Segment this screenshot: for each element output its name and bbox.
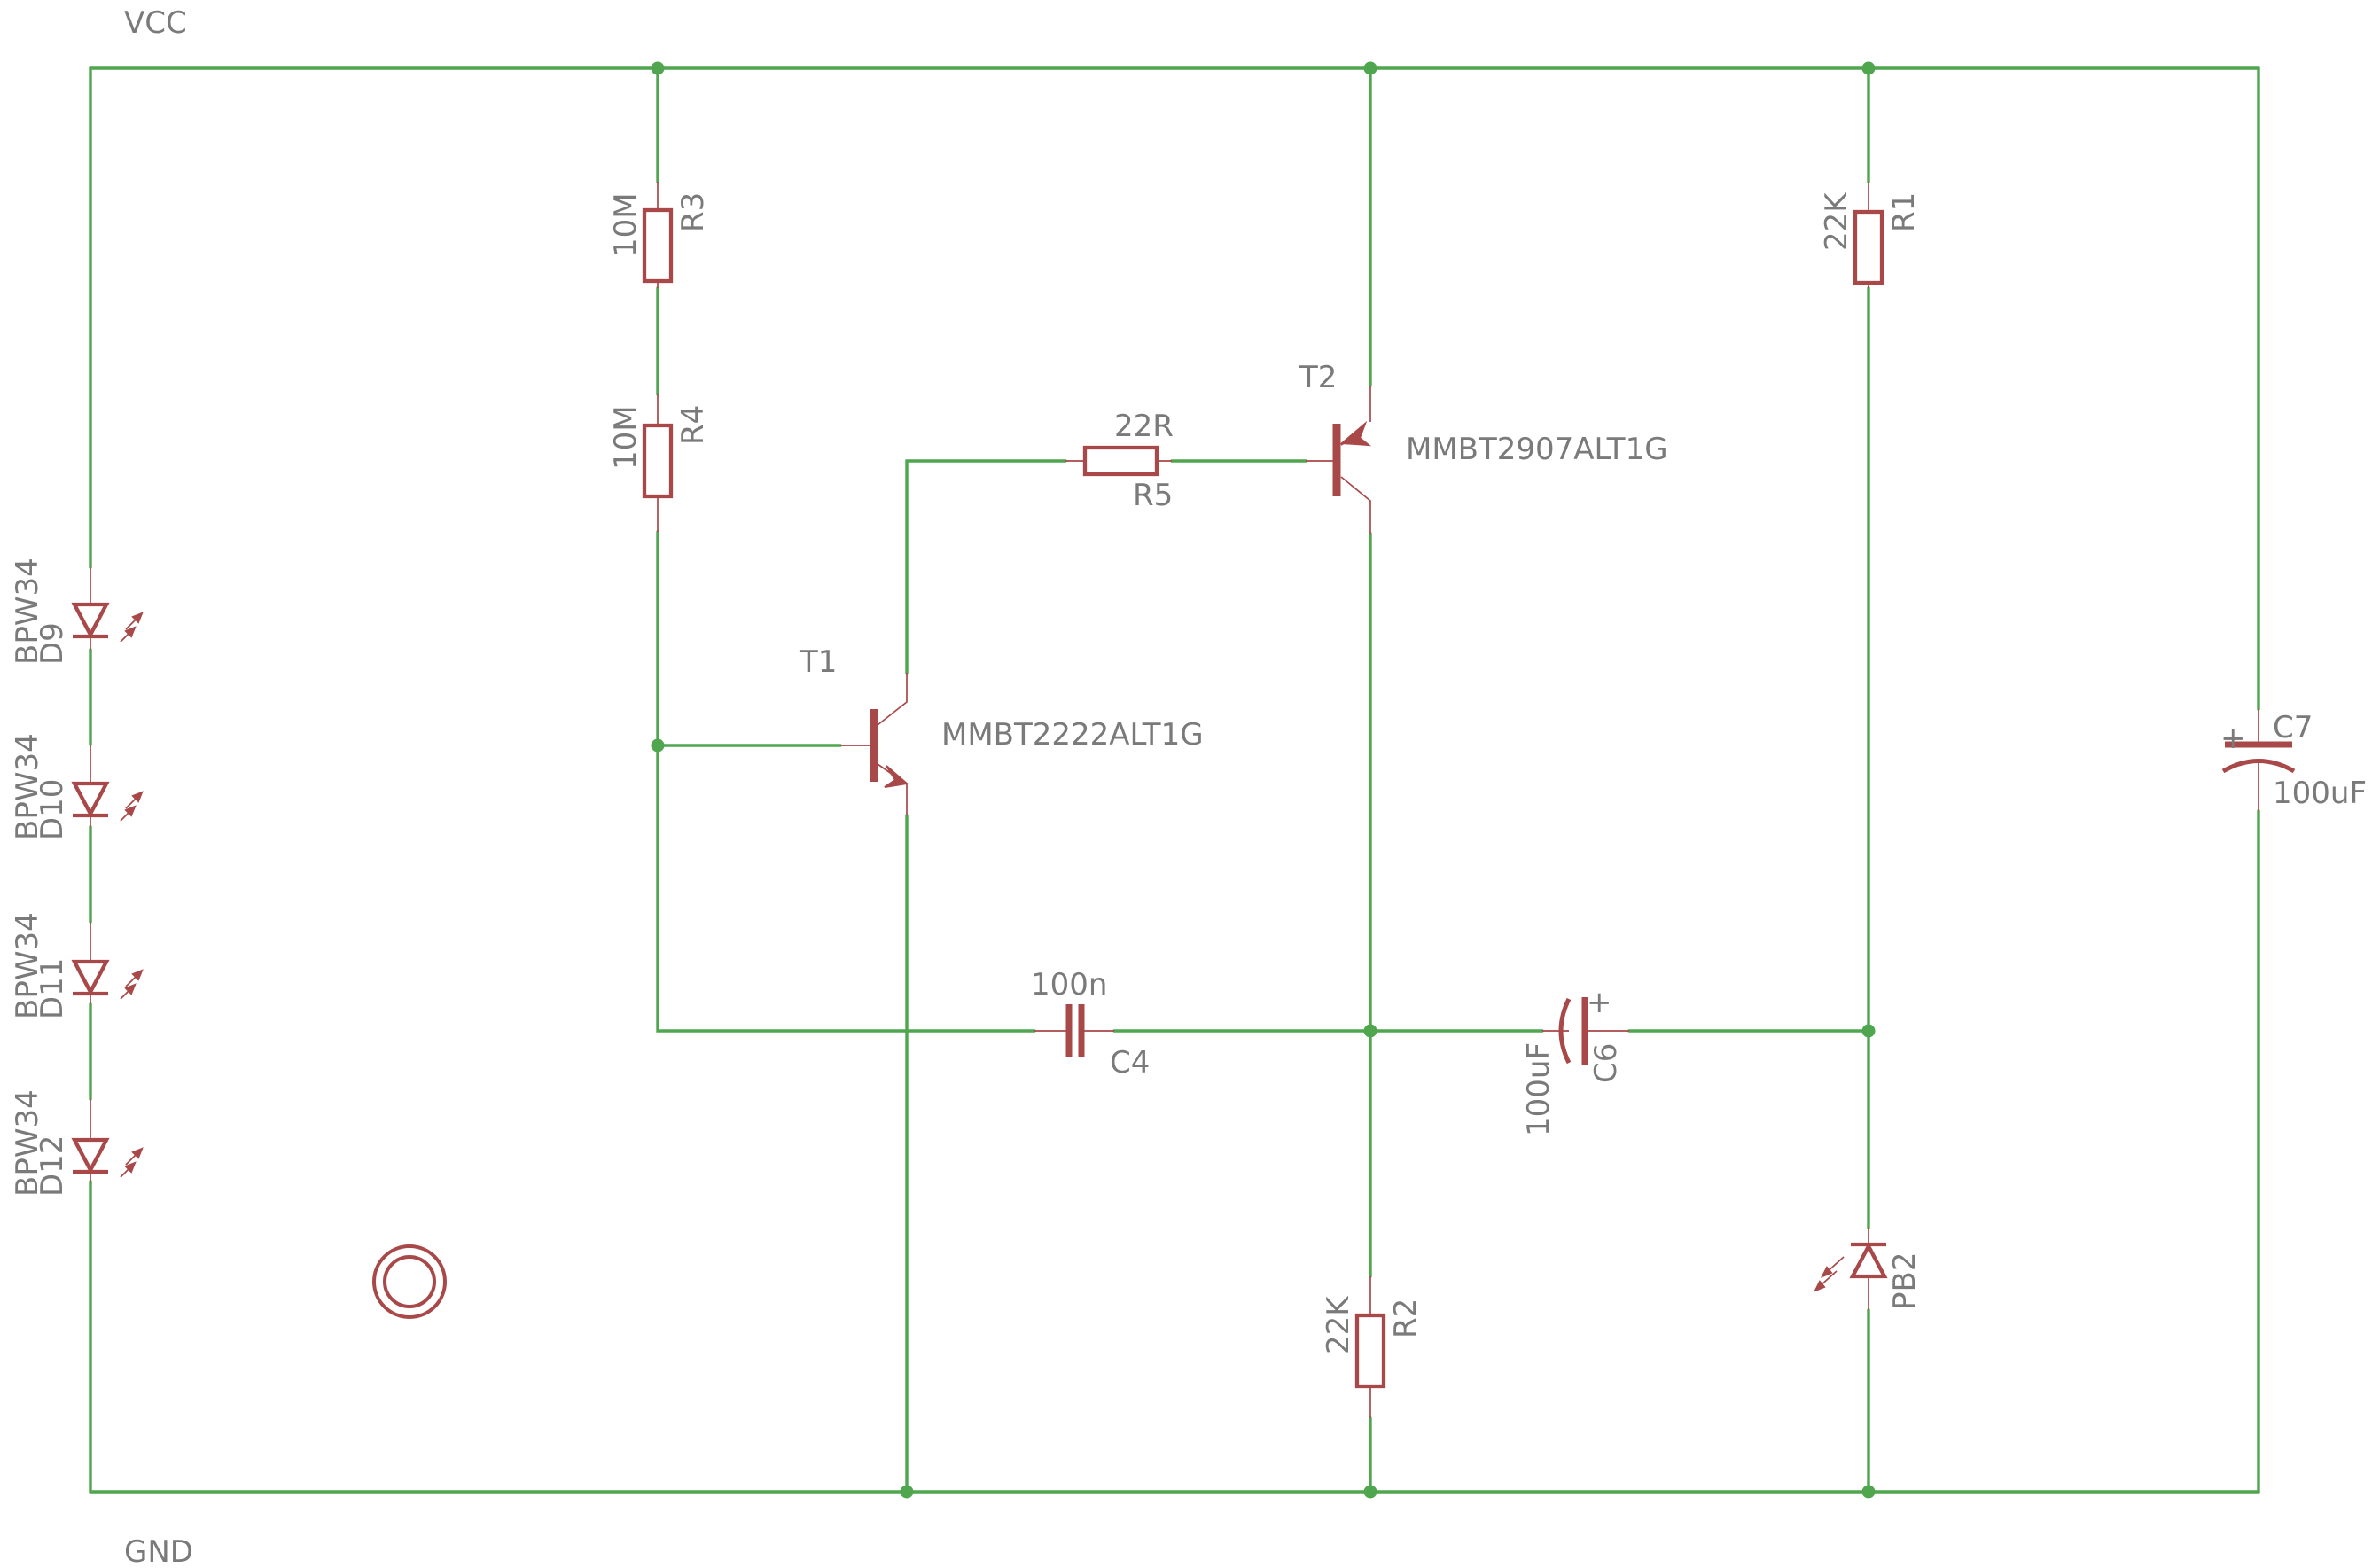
led-pb2: PB2 [1813,1228,1923,1310]
mounting-hole [372,1244,447,1319]
junction-dot [651,738,665,753]
photodiode-d12: BPW34 D12 [10,1089,144,1197]
c4-name: C4 [1110,1045,1150,1080]
wires [89,66,2260,1494]
r5-name: R5 [1133,478,1173,513]
t2-name: T2 [1299,360,1337,395]
d12-name: D12 [35,1135,70,1197]
r3-r4-wire [656,66,1544,1033]
photodiode-d10: BPW34 D10 [10,733,144,840]
r3-value: 10M [608,192,644,257]
r1-value: 22K [1819,191,1854,251]
r4-name: R4 [675,405,711,445]
vcc-label: VCC [124,5,187,41]
resistor-r3: 10M R3 [608,182,711,288]
t1-name: T1 [799,644,837,680]
resistor-r5: 22R R5 [1065,409,1174,513]
t1-part: MMBT2222ALT1G [941,717,1204,753]
d9-name: D9 [35,622,70,665]
d12-part: BPW34 [10,1089,45,1197]
c6-name: C6 [1588,1043,1624,1083]
pb2-name: PB2 [1887,1252,1923,1310]
transistor-t2: T2 MMBT2907ALT1G [1299,360,1668,534]
d9-part: BPW34 [10,558,45,665]
junction-dot [651,61,665,75]
c6-plus: + [1587,985,1612,1020]
capacitor-c4: 100n C4 [1031,967,1150,1080]
pnp-emitter-arrow [1339,420,1372,447]
r3-name: R3 [675,192,711,232]
junction-dot [1363,61,1377,75]
npn-emitter-arrow [884,765,909,788]
photodiode-d9: BPW34 D9 [10,558,144,665]
r1-name: R1 [1886,192,1922,232]
junction-dot [1861,1485,1876,1499]
t1-collector-wire [905,459,1307,675]
junction-dot [1861,61,1876,75]
resistor-r1: 22K R1 [1819,182,1922,288]
c7-name: C7 [2273,710,2313,745]
photodiode-d11: BPW34 D11 [10,912,144,1019]
junction-dot [1363,1024,1377,1038]
junctions [651,61,1876,1499]
junction-dot [900,1485,914,1499]
d11-name: D11 [35,958,70,1019]
c7-value: 100uF [2273,776,2367,811]
capacitor-c6: + 100uF C6 [1521,985,1629,1136]
r2-name: R2 [1388,1299,1424,1338]
c7-plus: + [2220,721,2246,756]
capacitor-c7: + C7 100uF [2220,709,2367,811]
resistor-r2: 22K R2 [1321,1276,1424,1418]
d10-name: D10 [35,779,70,840]
junction-dot [1363,1485,1377,1499]
gnd-label: GND [124,1534,193,1568]
transistor-t1: T1 MMBT2222ALT1G [799,644,1204,815]
r4-value: 10M [608,405,644,470]
c4-value: 100n [1031,967,1107,1002]
d10-part: BPW34 [10,733,45,840]
junction-dot [1861,1024,1876,1038]
r5-value: 22R [1114,409,1174,444]
c6-value: 100uF [1521,1042,1557,1136]
d11-part: BPW34 [10,912,45,1019]
resistor-r4: 10M R4 [608,394,711,532]
r2-value: 22K [1321,1295,1356,1354]
t2-part: MMBT2907ALT1G [1406,432,1668,467]
